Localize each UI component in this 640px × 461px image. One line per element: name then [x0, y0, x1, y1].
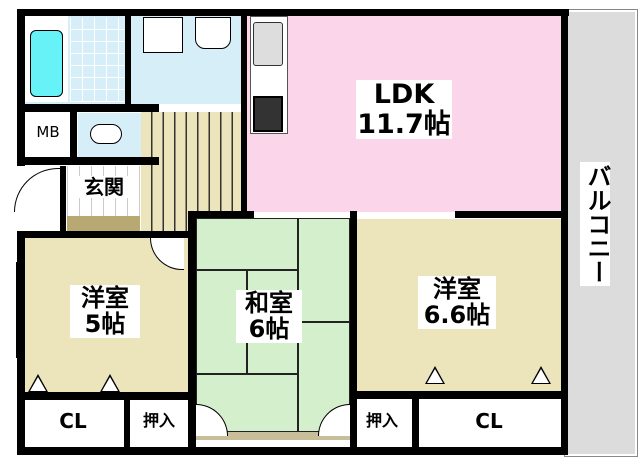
wall-room5-right — [188, 214, 196, 454]
entrance-door[interactable] — [14, 168, 62, 212]
closet-right-label: CL — [466, 410, 512, 432]
wall-bath-bottom — [17, 104, 159, 112]
wall-entrance-right — [60, 166, 66, 232]
wall-bath-divider — [125, 14, 131, 106]
entrance-step — [67, 216, 140, 232]
japanese-room-name: 和室 — [245, 289, 293, 317]
wall-closet-left-divider — [124, 396, 130, 452]
meter-box-label: MB — [36, 123, 60, 141]
western-room-5-size: 5帖 — [84, 310, 126, 339]
western-room-5-name: 洋室 — [81, 284, 129, 312]
washing-machine-icon — [143, 17, 183, 53]
wall-japanese-right — [350, 211, 357, 455]
ldk-name: LDK — [373, 79, 435, 110]
wall-left-lower — [17, 232, 25, 454]
western-room-5-label: 洋室 5帖 — [70, 285, 140, 338]
wall-closet-top-left — [17, 392, 193, 400]
western-room-6-6-size: 6.6帖 — [423, 301, 491, 330]
wall-right — [561, 9, 568, 455]
tatami-mat — [196, 218, 298, 270]
tokonoma-sill — [196, 432, 350, 440]
closet-left-label: CL — [50, 410, 96, 432]
wall-mid-horizontal — [17, 231, 193, 238]
japanese-room-label: 和室 6帖 — [236, 290, 302, 343]
closet-door-left-1 — [28, 374, 48, 392]
wall-ldk-bottom — [188, 211, 254, 218]
wall-left-upper — [17, 9, 25, 166]
closet-door-right-2 — [531, 366, 551, 384]
wall-ldk-bottom-right — [455, 211, 568, 218]
sink-icon — [253, 22, 283, 66]
wall-top — [17, 9, 569, 16]
wall-closet-right-divider — [412, 396, 419, 452]
oshiire-left-label: 押入 — [132, 412, 186, 430]
oshiire-right-label: 押入 — [355, 412, 409, 430]
closet-door-right-1 — [425, 366, 445, 384]
toilet-icon — [90, 124, 122, 144]
meter-box — [25, 113, 70, 157]
stove-icon — [253, 96, 283, 132]
wall-mb-divider — [70, 110, 77, 160]
wall-mb-bottom — [17, 157, 159, 165]
western-room-6-6-label: 洋室 6.6帖 — [418, 276, 496, 329]
wall-kitchen-left — [241, 9, 247, 217]
bathtub-icon — [30, 30, 63, 97]
balcony-label: バルコニー — [580, 162, 611, 286]
ldk-label: LDK 11.7帖 — [356, 79, 452, 140]
western-room-6-6-name: 洋室 — [433, 275, 481, 303]
tatami-mat — [298, 218, 350, 322]
tatami-mat — [196, 374, 298, 432]
entrance-label: 玄関 — [72, 176, 136, 198]
bath-floor — [70, 18, 124, 102]
ldk-size: 11.7帖 — [357, 108, 451, 140]
washbasin-icon — [195, 17, 231, 49]
wall-bottom — [17, 447, 568, 455]
japanese-room-size: 6帖 — [248, 315, 290, 344]
wall-closet-top-right — [350, 391, 568, 399]
closet-door-left-2 — [100, 374, 120, 392]
